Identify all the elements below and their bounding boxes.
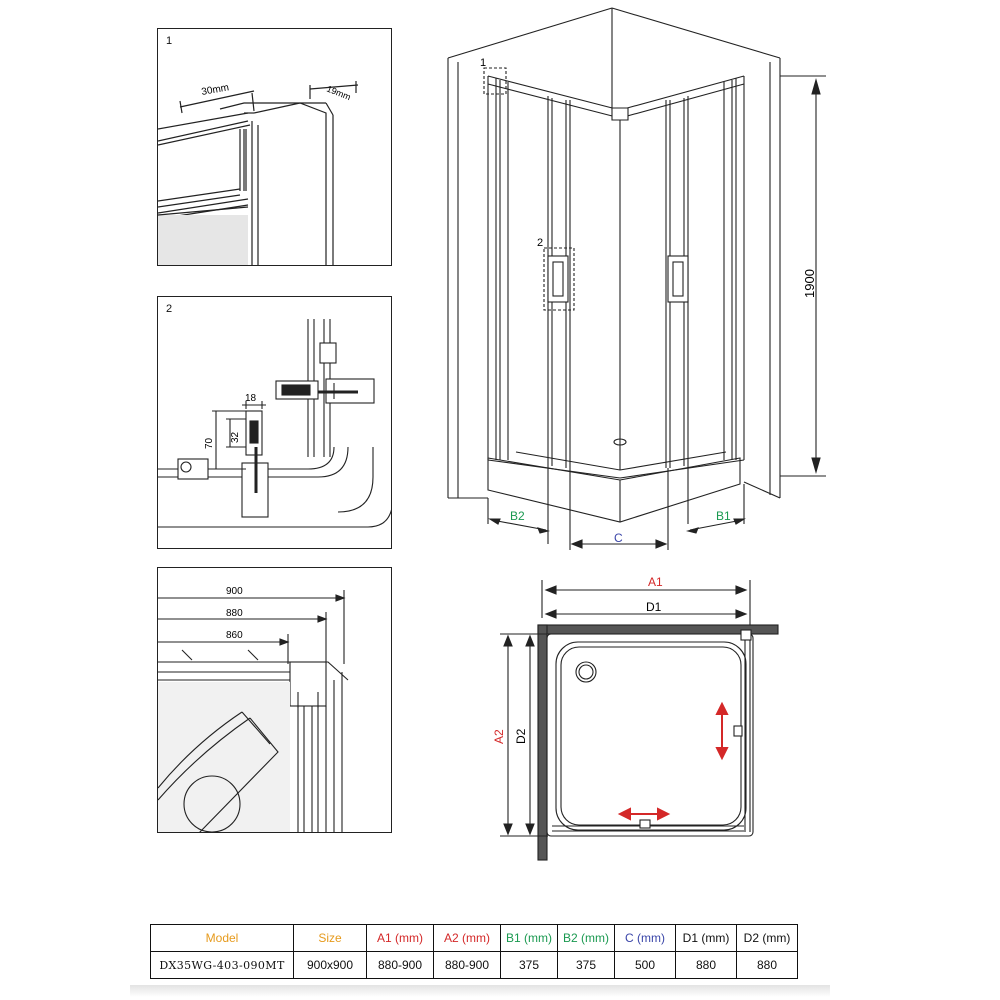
header-size: Size	[293, 924, 367, 952]
b1-label: B1	[716, 509, 731, 523]
spec-table: Model Size A1 (mm) A2 (mm) B1 (mm) B2 (m…	[150, 924, 798, 979]
dim-18: 18	[245, 393, 257, 404]
callout-2: 2	[537, 237, 543, 249]
spec-header-row: Model Size A1 (mm) A2 (mm) B1 (mm) B2 (m…	[150, 924, 798, 952]
cell-c: 500	[614, 951, 676, 979]
shower-tray-plan-view: A1 D1 A2 D2	[492, 575, 779, 861]
table-shadow	[130, 985, 830, 997]
header-model: Model	[150, 924, 294, 952]
header-a2: A2 (mm)	[433, 924, 501, 952]
dim-32: 32	[230, 431, 241, 443]
detail-panel-1: 1	[157, 28, 392, 266]
cell-d1: 880	[675, 951, 737, 979]
dim-860: 860	[226, 630, 243, 641]
cell-b1: 375	[500, 951, 558, 979]
top-profile-detail-drawing: 30mm 19mm	[158, 81, 359, 265]
cell-d2: 880	[736, 951, 798, 979]
header-c: C (mm)	[614, 924, 676, 952]
a2-label: A2	[492, 729, 506, 744]
header-d2: D2 (mm)	[736, 924, 798, 952]
height-1900-label: 1900	[802, 269, 817, 298]
dim-900: 900	[226, 586, 243, 597]
a1-label: A1	[648, 575, 663, 589]
handle-detail-drawing: 18 32 70	[158, 319, 391, 528]
d2-label: D2	[514, 728, 528, 744]
shower-enclosure-elevation: 1 2 1900 B2 C B1	[447, 7, 826, 550]
dim-70: 70	[204, 437, 215, 449]
cell-a2: 880-900	[433, 951, 501, 979]
header-b2: B2 (mm)	[557, 924, 615, 952]
d1-label: D1	[646, 600, 662, 614]
header-d1: D1 (mm)	[675, 924, 737, 952]
cell-model: DX35WG-403-090MT	[150, 951, 294, 979]
cell-size: 900x900	[293, 951, 367, 979]
detail-panel-3: 900 880 860	[157, 567, 392, 833]
dim-880: 880	[226, 608, 243, 619]
cell-b2: 375	[557, 951, 615, 979]
tray-dimension-detail-drawing: 900 880 860	[158, 586, 349, 832]
header-a1: A1 (mm)	[366, 924, 434, 952]
cell-a1: 880-900	[366, 951, 434, 979]
b2-label: B2	[510, 509, 525, 523]
c-label: C	[614, 531, 623, 545]
spec-data-row: DX35WG-403-090MT 900x900 880-900 880-900…	[150, 951, 798, 979]
dim-30mm: 30mm	[201, 82, 230, 98]
detail-panel-2: 2	[157, 296, 392, 549]
detail-number: 2	[166, 303, 173, 315]
header-b1: B1 (mm)	[500, 924, 558, 952]
detail-number: 1	[166, 35, 173, 47]
callout-1: 1	[480, 57, 486, 69]
